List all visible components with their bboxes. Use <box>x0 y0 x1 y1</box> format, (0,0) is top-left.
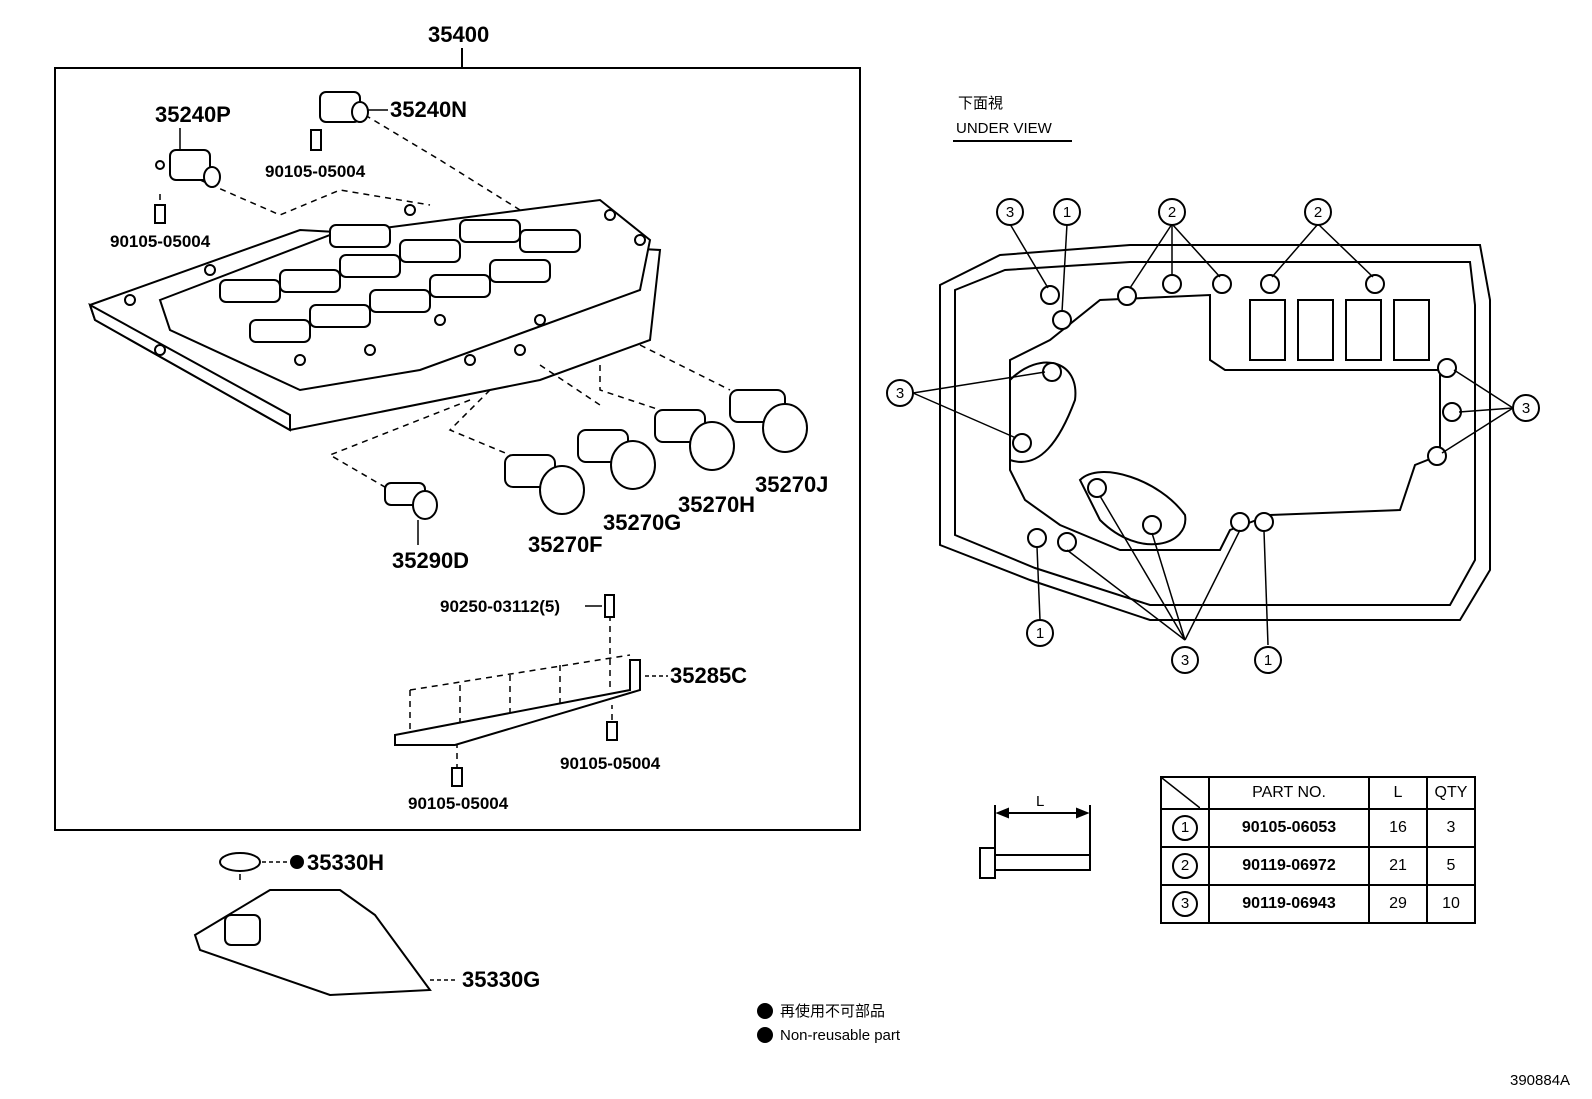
table-row: 3 90119-06943 29 10 <box>1160 884 1476 924</box>
header-length: L <box>1368 776 1428 810</box>
callout-3: 3 <box>1522 400 1530 417</box>
callout-2: 2 <box>1168 204 1176 221</box>
callout-3: 3 <box>1181 652 1189 669</box>
label-bolt-b: 90105-05004 <box>265 162 366 181</box>
bolt-icon <box>154 204 166 224</box>
o-ring-35330H <box>219 852 261 872</box>
table-row: 1 90105-06053 16 3 <box>1160 808 1476 848</box>
legend-jp: 再使用不可部品 <box>780 1003 885 1020</box>
assembly-part-number: 35400 <box>428 22 489 47</box>
callout-3: 3 <box>1006 204 1014 221</box>
legend-dot <box>757 1003 773 1019</box>
legend-en: Non-reusable part <box>780 1027 901 1044</box>
strainer-35330G <box>193 889 432 997</box>
under-view-body <box>939 244 1491 621</box>
valve-body <box>88 198 662 432</box>
cell-part-no: 90119-06972 <box>1208 846 1370 886</box>
label-35270F: 35270F <box>528 532 603 557</box>
solenoid-35240P <box>155 149 221 188</box>
callout-circles <box>886 198 1540 674</box>
ref-circle: 1 <box>1172 815 1198 841</box>
callout-1: 1 <box>1063 204 1071 221</box>
label-35240N: 35240N <box>390 97 467 122</box>
bolt-icon <box>606 721 618 741</box>
length-label: L <box>1036 793 1044 810</box>
header-qty: QTY <box>1426 776 1476 810</box>
callout-2: 2 <box>1314 204 1322 221</box>
cell-length: 29 <box>1368 884 1428 924</box>
pin-icon <box>604 594 615 618</box>
cell-qty: 5 <box>1426 846 1476 886</box>
under-view-title-en: UNDER VIEW <box>956 120 1053 137</box>
solenoid-35240N <box>319 91 369 123</box>
bolt-icon <box>451 767 463 787</box>
cell-length: 21 <box>1368 846 1428 886</box>
bolt-icon <box>310 129 322 151</box>
label-35270G: 35270G <box>603 510 681 535</box>
callout-3: 3 <box>896 385 904 402</box>
bolt-holes <box>1012 274 1462 552</box>
solenoid-35270J <box>729 389 808 453</box>
cell-qty: 10 <box>1426 884 1476 924</box>
solenoid-35270F <box>504 454 585 515</box>
label-bolt-c: 90105-05004 <box>560 754 661 773</box>
under-view-title-jp: 下面視 <box>958 95 1003 112</box>
solenoid-35290D <box>384 482 438 520</box>
table-corner <box>1160 776 1210 810</box>
ref-circle: 3 <box>1172 891 1198 917</box>
label-35290D: 35290D <box>392 548 469 573</box>
plate-35285C <box>394 659 641 746</box>
solenoid-35270H <box>654 409 735 471</box>
figure-code: 390884A <box>1510 1072 1570 1089</box>
legend-dot <box>757 1027 773 1043</box>
label-bolt-d: 90105-05004 <box>408 794 509 813</box>
label-35330G: 35330G <box>462 967 540 992</box>
solenoid-35270G <box>577 429 656 490</box>
bolt-length-diagram <box>979 805 1091 879</box>
label-pin: 90250-03112(5) <box>440 597 560 616</box>
callout-1: 1 <box>1036 625 1044 642</box>
label-35330H: 35330H <box>307 850 384 875</box>
ref-circle: 2 <box>1172 853 1198 879</box>
assembly-frame <box>54 67 861 831</box>
label-35285C: 35285C <box>670 663 747 688</box>
cell-part-no: 90119-06943 <box>1208 884 1370 924</box>
label-35240P: 35240P <box>155 102 231 127</box>
cell-length: 16 <box>1368 808 1428 848</box>
label-35270J: 35270J <box>755 472 828 497</box>
label-bolt-a: 90105-05004 <box>110 232 211 251</box>
cell-part-no: 90105-06053 <box>1208 808 1370 848</box>
cell-qty: 3 <box>1426 808 1476 848</box>
table-row: 2 90119-06972 21 5 <box>1160 846 1476 886</box>
header-part-no: PART NO. <box>1208 776 1370 810</box>
table-header-row: PART NO. L QTY <box>1160 776 1476 810</box>
non-reusable-dot <box>290 855 304 869</box>
bolt-spec-table: PART NO. L QTY 1 90105-06053 16 3 2 9011… <box>1160 776 1476 924</box>
callout-1: 1 <box>1264 652 1272 669</box>
label-35270H: 35270H <box>678 492 755 517</box>
